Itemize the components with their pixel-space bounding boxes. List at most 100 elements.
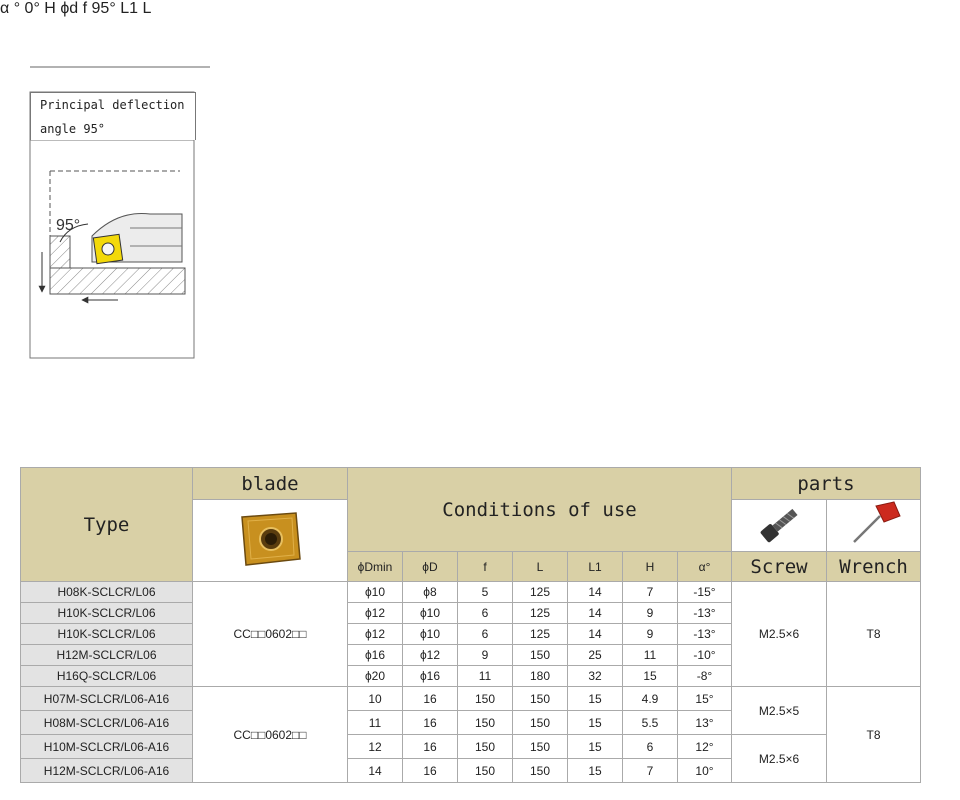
cell: -15° bbox=[676, 581, 733, 603]
type-header: Type bbox=[20, 467, 193, 582]
cell: ϕ16 bbox=[402, 665, 458, 687]
caption-line-1: Principal deflection bbox=[40, 98, 185, 112]
blade-code: CC□□0602□□ bbox=[192, 686, 348, 783]
cell: 150 bbox=[457, 734, 513, 759]
table-row: H12M-SCLCR/L06-A16 14 16 150 150 15 7 10… bbox=[20, 758, 921, 783]
type-cell: H10K-SCLCR/L06 bbox=[20, 602, 193, 624]
type-cell: H12M-SCLCR/L06-A16 bbox=[20, 758, 193, 783]
cell: 6 bbox=[457, 602, 513, 624]
cell: 150 bbox=[457, 710, 513, 735]
type-cell: H10K-SCLCR/L06 bbox=[20, 623, 193, 645]
angle-0-label: 0° bbox=[24, 0, 40, 17]
cell: 150 bbox=[457, 686, 513, 711]
table-row: H08M-SCLCR/L06-A16 11 16 150 150 15 5.5 … bbox=[20, 710, 921, 735]
cell: 16 bbox=[402, 758, 458, 783]
cell: 10 bbox=[347, 686, 403, 711]
table-row: H07M-SCLCR/L06-A16 CC□□0602□□ 10 16 150 … bbox=[20, 686, 922, 783]
screw-spec: M2.5×6 bbox=[731, 581, 828, 687]
spec-table: Type blade Conditions of use parts bbox=[20, 467, 922, 783]
cell: 14 bbox=[567, 623, 623, 645]
table-row: H10M-SCLCR/L06-A16 12 16 150 150 15 6 12… bbox=[20, 734, 921, 783]
col-L: L bbox=[512, 551, 568, 582]
detail-view-box: 95° bbox=[29, 91, 195, 359]
cross-section-view: α ° bbox=[0, 0, 25, 17]
cell: 7 bbox=[622, 581, 678, 603]
cell: 25 bbox=[567, 644, 623, 666]
cell: 9 bbox=[457, 644, 513, 666]
cell: 11 bbox=[347, 710, 403, 735]
cell: 125 bbox=[512, 602, 568, 624]
screw-spec: M2.5×5 bbox=[731, 686, 828, 735]
cell: 15 bbox=[567, 734, 623, 759]
wrench-header: Wrench bbox=[826, 551, 922, 582]
type-cell: H07M-SCLCR/L06-A16 bbox=[20, 686, 193, 711]
cell: ϕ12 bbox=[402, 644, 458, 666]
dim-L-label: L bbox=[142, 0, 152, 17]
screw-header: Screw bbox=[731, 551, 828, 582]
dim-H-label: H bbox=[44, 0, 56, 17]
angle-95-small-label: 95° bbox=[56, 217, 80, 234]
dim-L1-label: L1 bbox=[120, 0, 138, 17]
blade-header: blade bbox=[192, 467, 348, 500]
col-f: f bbox=[457, 551, 513, 582]
blade-code: CC□□0602□□ bbox=[192, 581, 348, 687]
cell: 16 bbox=[402, 710, 458, 735]
cell: 6 bbox=[622, 734, 678, 759]
cell: 16 bbox=[402, 686, 458, 711]
cell: -13° bbox=[676, 602, 733, 624]
top-view-bar: 0° bbox=[25, 0, 45, 17]
parts-header: parts bbox=[731, 467, 922, 500]
cell: 6 bbox=[457, 623, 513, 645]
cell: 32 bbox=[567, 665, 623, 687]
deflection-caption: Principal deflection angle 95° bbox=[30, 92, 196, 140]
cell: 15 bbox=[567, 686, 623, 711]
cell: 12 bbox=[347, 734, 403, 759]
blade-image-cell bbox=[192, 499, 348, 582]
wrench-spec: T8 bbox=[826, 686, 922, 783]
cell: 15 bbox=[567, 710, 623, 735]
cell: 9 bbox=[622, 623, 678, 645]
cell: 13° bbox=[676, 710, 733, 735]
cell: 150 bbox=[512, 710, 568, 735]
cell: 15° bbox=[676, 686, 733, 711]
wrench-spec: T8 bbox=[826, 581, 922, 687]
cell: ϕ12 bbox=[347, 623, 403, 645]
angle-95-label: 95° bbox=[91, 0, 116, 17]
caption-line-2: angle 95° bbox=[40, 122, 106, 136]
cell: 15 bbox=[567, 758, 623, 783]
cell: 4.9 bbox=[622, 686, 678, 711]
side-view-bar: H ϕd f 95° L1 L bbox=[44, 0, 151, 17]
cell: 150 bbox=[512, 758, 568, 783]
dim-f-label: f bbox=[82, 0, 88, 17]
cell: 5.5 bbox=[622, 710, 678, 735]
cell: ϕ10 bbox=[402, 602, 458, 624]
type-cell: H08K-SCLCR/L06 bbox=[20, 581, 193, 603]
cell: 180 bbox=[512, 665, 568, 687]
alpha-label: α ° bbox=[0, 0, 21, 17]
cell: 150 bbox=[512, 734, 568, 759]
screw-icon bbox=[760, 508, 798, 543]
type-cell: H08M-SCLCR/L06-A16 bbox=[20, 710, 193, 735]
col-L1: L1 bbox=[567, 551, 623, 582]
table-row: H08K-SCLCR/L06 CC□□0602□□ ϕ10 ϕ8 5 125 1… bbox=[20, 581, 922, 687]
cell: 125 bbox=[512, 623, 568, 645]
technical-drawing: 95° bbox=[29, 66, 210, 359]
type-cell: H16Q-SCLCR/L06 bbox=[20, 665, 193, 687]
cell: 10° bbox=[676, 758, 733, 783]
cell: 14 bbox=[347, 758, 403, 783]
cell: 12° bbox=[676, 734, 733, 759]
cell: ϕ12 bbox=[347, 602, 403, 624]
cell: ϕ16 bbox=[347, 644, 403, 666]
col-dmin: ϕDmin bbox=[347, 551, 403, 582]
cell: 14 bbox=[567, 602, 623, 624]
insert-image bbox=[241, 512, 301, 566]
col-d: ϕD bbox=[402, 551, 458, 582]
wrench-image-cell bbox=[826, 499, 922, 552]
cell: 11 bbox=[622, 644, 678, 666]
cell: 11 bbox=[457, 665, 513, 687]
cell: -10° bbox=[676, 644, 733, 666]
cell: -13° bbox=[676, 623, 733, 645]
col-alpha: α° bbox=[676, 551, 733, 582]
cell: ϕ10 bbox=[347, 581, 403, 603]
table-row: H16Q-SCLCR/L06 ϕ20 ϕ16 11 180 32 15 -8° bbox=[20, 665, 921, 687]
